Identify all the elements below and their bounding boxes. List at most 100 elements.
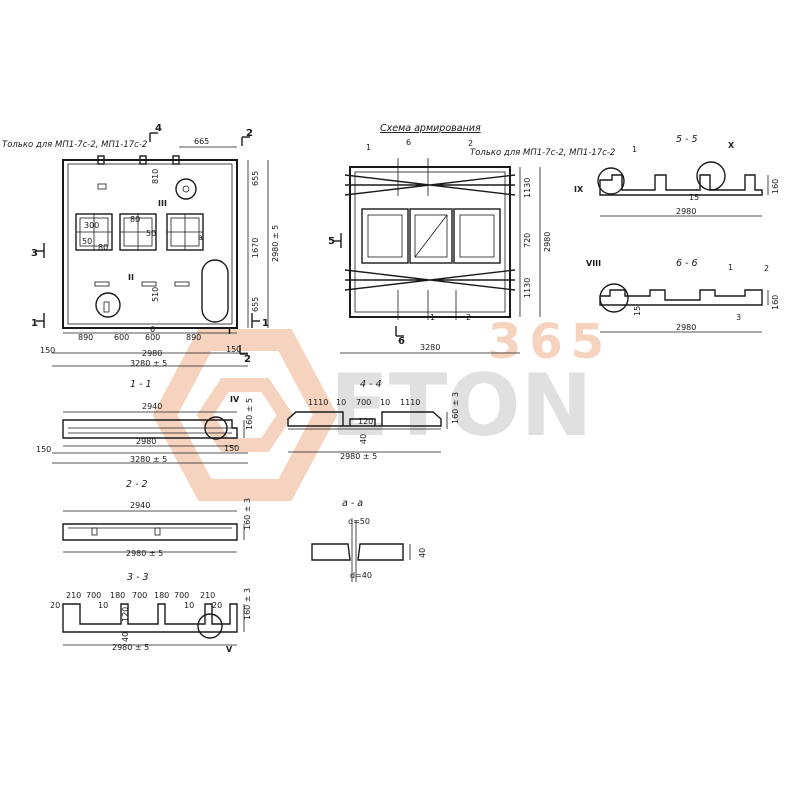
scheme-mark-2-top: 2 — [468, 139, 473, 148]
scheme-dim-2980: 2980 — [543, 232, 552, 252]
sec44-dim-1110b: 1110 — [400, 398, 420, 407]
cut-6-bottom: 6 — [150, 325, 155, 334]
sec33-dim-10a: 10 — [98, 601, 108, 610]
sec33-roman-V: V — [226, 645, 233, 654]
sec33-dim-40: 40 — [121, 632, 130, 642]
scheme-dim-720: 720 — [523, 233, 532, 248]
section-6-6: 6 - 6 1 2 3 VIII 15 2980 160 — [586, 258, 780, 333]
sec44-dim-120: 120 — [358, 417, 373, 426]
sec11-title: 1 - 1 — [130, 379, 152, 390]
scheme-dim-1130b: 1130 — [523, 278, 532, 298]
section-2-2: 2 - 2 2940 160 ± 3 2980 ± 5 — [62, 479, 252, 558]
sec55-mark-1: 1 — [632, 145, 637, 154]
cut-4-top: 4 — [155, 123, 162, 134]
dim-600a: 600 — [114, 333, 129, 342]
sec33-dim-210a: 210 — [66, 591, 81, 600]
secaa-dim-d50: d=50 — [348, 517, 370, 526]
cut-3-left: 3 — [31, 248, 38, 259]
dim-3280-bot: 3280 ± 5 — [130, 359, 167, 368]
sec11-dim-3280: 3280 ± 5 — [130, 455, 167, 464]
sec44-dim-160: 160 ± 3 — [451, 392, 460, 424]
sec11-dim-2940: 2940 — [142, 402, 162, 411]
sec22-dim-2940: 2940 — [130, 501, 150, 510]
sec66-dim-2980: 2980 — [676, 323, 696, 332]
watermark: 365 ETON — [152, 314, 612, 501]
dim-80a: 80 — [98, 243, 108, 252]
cut-1-right: 1 — [262, 318, 269, 329]
sec55-dim-2980: 2980 — [676, 207, 696, 216]
sec66-mark-2: 2 — [764, 264, 769, 273]
sec33-dim-20b: 20 — [212, 601, 222, 610]
sec22-title: 2 - 2 — [126, 479, 148, 490]
sec44-dim-10b: 10 — [380, 398, 390, 407]
scheme-dim-1130a: 1130 — [523, 178, 532, 198]
sec33-dim-160: 160 ± 3 — [243, 588, 252, 620]
sec55-roman-IX: IX — [574, 185, 584, 194]
sec66-mark-1: 1 — [728, 263, 733, 272]
scheme-mark-6-top: 6 — [406, 138, 411, 147]
reinforcement-scheme: Схема армирования Только для МП1-7с-2, М… — [328, 123, 615, 354]
dim-655-top: 655 — [251, 171, 260, 186]
plan-view: Только для МП1-7с-2, МП1-17с-2 III II I — [2, 123, 280, 368]
dim-665: 665 — [194, 137, 209, 146]
dim-655-bot: 655 — [251, 297, 260, 312]
sec33-title: 3 - 3 — [127, 572, 149, 583]
dim-1670: 1670 — [251, 238, 260, 258]
dim-2980-bot: 2980 — [142, 349, 162, 358]
sec33-dim-700b: 700 — [132, 591, 147, 600]
sec66-dim-160: 160 — [771, 295, 780, 310]
cut-5-label: 5 — [328, 236, 335, 247]
sec44-dim-700: 700 — [356, 398, 371, 407]
sec44-title: 4 - 4 — [360, 379, 382, 390]
cut-6-label: 6 — [398, 336, 405, 347]
sec33-dim-210b: 210 — [200, 591, 215, 600]
sec33-dim-180b: 180 — [154, 591, 169, 600]
sec66-mark-3: 3 — [736, 313, 741, 322]
secaa-dim-40: 40 — [418, 548, 427, 558]
sec22-dim-160: 160 ± 3 — [243, 498, 252, 530]
callout-II: II — [128, 273, 134, 282]
sec66-title: 6 - 6 — [676, 258, 698, 269]
sec44-dim-40: 40 — [359, 434, 368, 444]
scheme-mark-1: 1 — [366, 143, 371, 152]
sec11-roman-IV: IV — [230, 395, 240, 404]
sec11-dim-150-right: 150 — [224, 444, 239, 453]
section-1-1: 1 - 1 2940 IV 160 ± 5 2980 150 150 3280 … — [36, 379, 254, 464]
cut-2-bottom: 2 — [244, 354, 251, 365]
dim-50a: 50 — [82, 237, 92, 246]
plan-note: Только для МП1-7с-2, МП1-17с-2 — [2, 140, 147, 150]
sec66-roman-VIII: VIII — [586, 259, 601, 268]
sec66-dim-15: 15 — [633, 306, 642, 316]
dim-50b: 50 — [146, 229, 156, 238]
dim-2980-vert: 2980 ± 5 — [271, 225, 280, 262]
sec55-title: 5 - 5 — [676, 134, 698, 145]
scheme-mark-1-bot: 1 — [430, 313, 435, 322]
sec11-dim-150-left: 150 — [36, 445, 51, 454]
sec55-dim-160: 160 — [771, 179, 780, 194]
sec33-dim-20a: 20 — [50, 601, 60, 610]
secaa-dim-d40: d=40 — [350, 571, 372, 580]
watermark-number: 365 — [488, 314, 612, 370]
callout-III: III — [158, 199, 167, 208]
sec22-dim-2980: 2980 ± 5 — [126, 549, 163, 558]
sec44-dim-1110a: 1110 — [308, 398, 328, 407]
section-5-5: 5 - 5 1 X IX 15 2980 160 — [574, 134, 780, 217]
sec11-dim-160: 160 ± 5 — [245, 398, 254, 430]
dim-150b: 150 — [226, 345, 241, 354]
sec33-dim-2980: 2980 ± 5 — [112, 643, 149, 652]
dim-150a: 150 — [40, 346, 55, 355]
dim-300: 300 — [84, 221, 99, 230]
callout-I: I — [228, 327, 231, 336]
dim-890a: 890 — [78, 333, 93, 342]
sec55-dim-15: 15 — [689, 193, 699, 202]
watermark-brand: ETON — [330, 356, 593, 456]
sec44-dim-10a: 10 — [336, 398, 346, 407]
sec55-roman-X: X — [728, 141, 735, 150]
cut-2-top: 2 — [246, 128, 253, 139]
dim-600b: 600 — [145, 333, 160, 342]
cut-a-label: а — [198, 233, 203, 242]
sec33-dim-700c: 700 — [174, 591, 189, 600]
sec33-dim-10b: 10 — [184, 601, 194, 610]
sec33-dim-120: 120 — [121, 607, 130, 622]
cut-1-left: 1 — [31, 318, 38, 329]
